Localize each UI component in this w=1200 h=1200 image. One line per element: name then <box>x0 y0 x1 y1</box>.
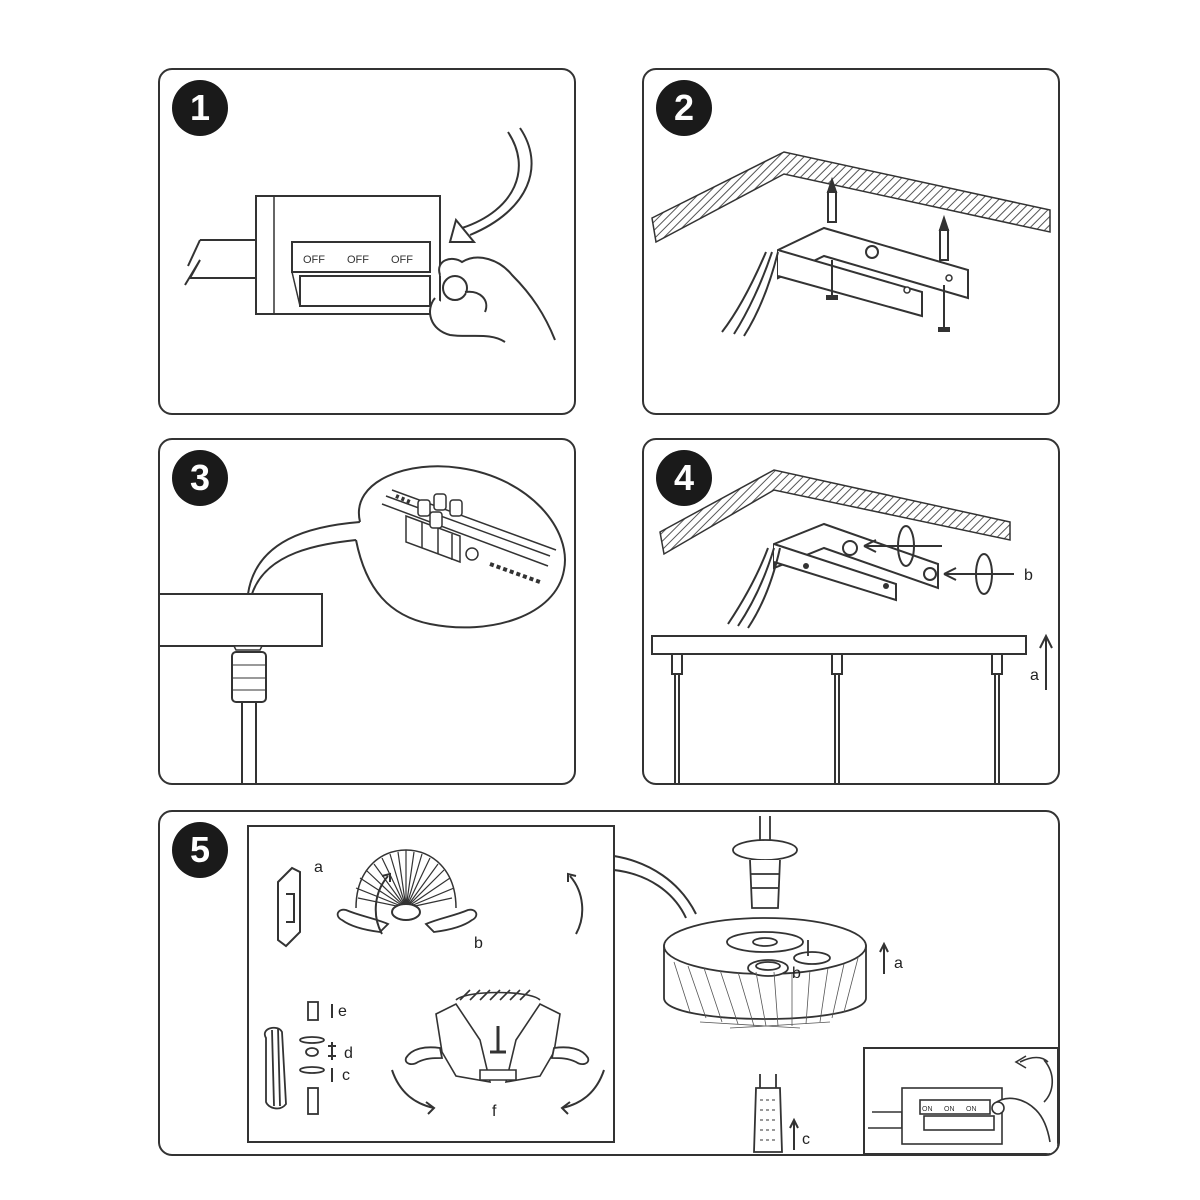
hand-icon <box>336 908 478 933</box>
ceiling <box>659 469 1011 556</box>
arrow-icon <box>448 217 477 243</box>
switch-off-illustration: OFF OFF OFF <box>184 127 556 343</box>
switch-label-on: ON <box>922 1106 933 1113</box>
label-b: b <box>1024 567 1033 584</box>
rotate-icon <box>943 553 1014 595</box>
bulb-icon <box>753 1074 783 1153</box>
canopy-plate <box>160 593 323 647</box>
lamp-shade <box>663 816 867 1020</box>
switch-label-on: ON <box>966 1106 977 1113</box>
rotate-icon <box>863 525 942 567</box>
arrow-icon <box>1014 1055 1054 1103</box>
rotate-icon <box>391 1069 605 1115</box>
detail-label-a: a <box>314 859 323 876</box>
switch-label-on: ON <box>944 1106 955 1113</box>
step-5-panel: 5 a b <box>158 810 1060 1156</box>
canopy-bar <box>651 635 1027 655</box>
step-number-badge: 5 <box>172 822 228 878</box>
detail-label-b: b <box>474 935 483 952</box>
terminal-block-icon <box>381 489 557 584</box>
main-label-b: b <box>792 965 801 982</box>
shade-assembly-illustration: a b e <box>247 816 1058 1154</box>
wiring-illustration <box>160 465 566 783</box>
screw-icon <box>938 214 950 332</box>
up-arrow-icon <box>789 1117 799 1150</box>
switch-label-off: OFF <box>347 254 369 266</box>
hand-icon <box>404 1046 590 1065</box>
main-label-a: a <box>894 955 903 972</box>
rotate-icon <box>374 872 584 935</box>
hand-icon <box>429 256 556 343</box>
ceiling <box>651 151 1051 244</box>
canopy-attach-illustration: b a <box>651 469 1053 783</box>
mounting-bracket <box>777 226 969 300</box>
step-number-badge: 2 <box>656 80 712 136</box>
step-4-panel: 4 b <box>642 438 1060 785</box>
step-3-panel: 3 <box>158 438 576 785</box>
clip-icon <box>277 866 301 948</box>
main-label-c: c <box>802 1131 810 1148</box>
step-2-panel: 2 <box>642 68 1060 415</box>
cable-grip <box>231 651 267 703</box>
screw-icon <box>826 176 838 300</box>
detail-label-e: e <box>338 1003 347 1020</box>
parts-icon <box>299 1001 325 1115</box>
detail-label-d: d <box>344 1045 353 1062</box>
up-arrow-icon <box>1039 633 1053 690</box>
up-arrow-icon <box>879 941 889 974</box>
suspension-cables <box>671 653 1003 783</box>
hand-icon <box>991 1097 1051 1143</box>
shade-folded-icon <box>263 1026 287 1110</box>
switch-label-off: OFF <box>303 254 325 266</box>
rotate-icon <box>793 940 831 965</box>
switch-row <box>291 241 431 273</box>
pleated-shade-fan <box>355 849 457 921</box>
label-a: a <box>1030 667 1039 684</box>
pleated-shade-frame <box>435 989 561 1083</box>
switch-label-off: OFF <box>391 254 413 266</box>
bracket-mounting-illustration <box>651 151 1051 337</box>
step-number-badge: 4 <box>656 450 712 506</box>
step-number-badge: 3 <box>172 450 228 506</box>
step-number-badge: 1 <box>172 80 228 136</box>
step-1-panel: 1 OFF OFF OFF <box>158 68 576 415</box>
detail-label-c: c <box>342 1067 350 1084</box>
shade-pleats <box>673 957 859 1029</box>
detail-label-f: f <box>492 1103 497 1120</box>
